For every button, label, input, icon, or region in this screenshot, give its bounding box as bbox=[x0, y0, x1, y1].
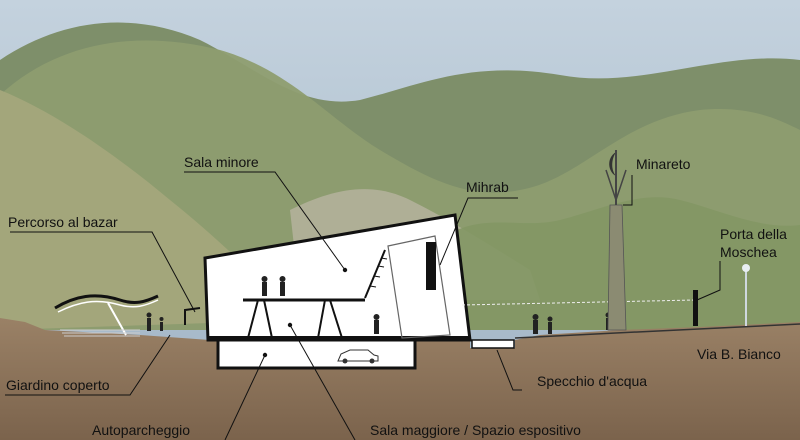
car-icon bbox=[337, 349, 379, 364]
label-porta-line1: Porta della bbox=[720, 226, 787, 242]
label-porta-line2: Moschea bbox=[720, 244, 777, 260]
label-sala-minore: Sala minore bbox=[184, 154, 259, 170]
label-minareto: Minareto bbox=[636, 156, 691, 172]
label-specchio: Specchio d'acqua bbox=[537, 373, 648, 389]
minaret-crescent-icon bbox=[609, 152, 616, 176]
bazar-post bbox=[184, 307, 201, 325]
label-mihrab: Mihrab bbox=[466, 179, 509, 195]
garden-canopy-lower bbox=[57, 299, 159, 313]
label-percorso-bazar: Percorso al bazar bbox=[8, 214, 118, 230]
gate-post bbox=[693, 290, 698, 326]
gallery-supports bbox=[247, 299, 343, 339]
leader-lines bbox=[5, 171, 721, 440]
leader-dots bbox=[262, 267, 348, 358]
railing bbox=[461, 299, 696, 306]
label-sala-maggiore: Sala maggiore / Spazio espositivo bbox=[370, 422, 581, 438]
minaret-crown bbox=[605, 169, 627, 203]
lamp-icon bbox=[742, 264, 750, 272]
parking-level bbox=[216, 338, 417, 370]
mihrab-wall bbox=[426, 242, 436, 290]
label-autoparcheggio: Autoparcheggio bbox=[92, 422, 191, 438]
street-line bbox=[514, 323, 800, 339]
garden-terrace bbox=[60, 329, 140, 337]
label-giardino: Giardino coperto bbox=[6, 377, 110, 393]
water-mirror bbox=[471, 339, 515, 349]
mihrab-niche bbox=[387, 235, 451, 339]
garden-canopy bbox=[54, 294, 159, 310]
minaret bbox=[607, 204, 627, 331]
label-via: Via B. Bianco bbox=[697, 346, 781, 362]
ground-section bbox=[0, 318, 800, 440]
ramp-steps bbox=[369, 257, 388, 288]
